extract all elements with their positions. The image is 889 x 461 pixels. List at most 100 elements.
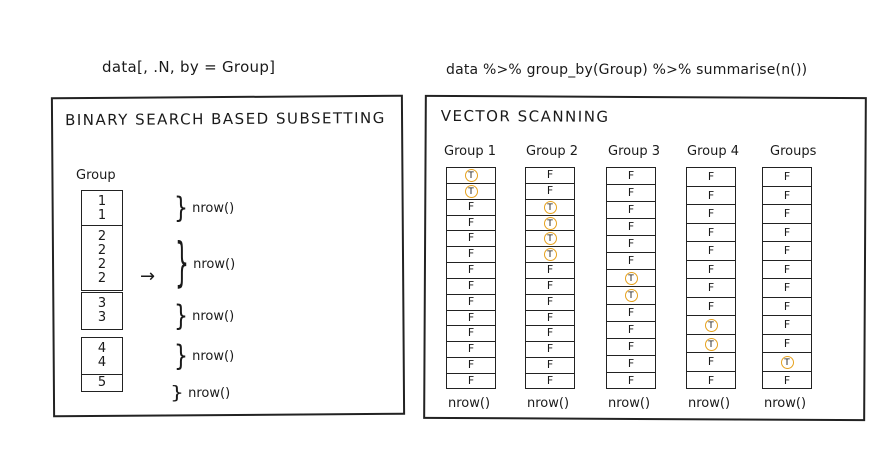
nonmatch-cell: F: [762, 167, 812, 186]
nrow-label: nrow(): [188, 309, 235, 324]
false-marker: F: [783, 336, 791, 350]
false-marker: F: [783, 188, 791, 202]
column-footer-nrow: nrow(): [448, 396, 491, 411]
nrow-brace-5: } nrow(): [170, 381, 230, 406]
false-marker: F: [627, 339, 635, 353]
nonmatch-cell: F: [606, 252, 656, 270]
nrow-brace-2: } nrow(): [175, 235, 236, 295]
column-header-group-3: Group 3: [608, 144, 660, 159]
nonmatch-cell: F: [686, 167, 736, 186]
false-marker: F: [783, 225, 791, 239]
true-marker: T: [780, 356, 794, 369]
nonmatch-cell: F: [446, 372, 496, 389]
group-value: 2: [97, 271, 107, 286]
group-value: 4: [97, 355, 107, 370]
false-marker: F: [546, 278, 554, 292]
false-marker: F: [627, 254, 635, 268]
nrow-label: nrow(): [188, 349, 235, 364]
column-footer-nrow: nrow(): [527, 396, 570, 411]
false-marker: F: [783, 170, 791, 183]
false-marker: F: [467, 278, 475, 292]
true-marker: T: [704, 319, 718, 332]
nonmatch-cell: F: [686, 259, 736, 278]
false-marker: F: [627, 322, 635, 336]
nonmatch-cell: F: [762, 315, 812, 334]
nonmatch-cell: F: [446, 214, 496, 231]
false-marker: F: [467, 231, 475, 245]
nonmatch-cell: F: [686, 222, 736, 241]
code-right: data %>% group_by(Group) %>% summarise(n…: [446, 62, 808, 78]
false-marker: F: [783, 318, 791, 331]
match-cell: T: [762, 352, 812, 371]
false-marker: F: [627, 237, 635, 251]
nonmatch-cell: F: [686, 278, 736, 297]
false-marker: F: [627, 356, 635, 370]
match-cell: T: [525, 230, 575, 247]
true-marker: T: [624, 272, 638, 286]
nonmatch-cell: F: [686, 296, 736, 315]
nrow-brace-3: } nrow(): [174, 300, 235, 333]
false-marker: F: [707, 225, 715, 239]
false-marker: F: [707, 373, 715, 387]
nonmatch-cell: F: [606, 320, 656, 338]
nonmatch-cell: F: [525, 309, 575, 326]
match-cell: T: [606, 269, 656, 287]
nonmatch-cell: F: [525, 182, 575, 199]
nonmatch-cell: F: [446, 246, 496, 263]
false-marker: F: [627, 203, 635, 217]
group-value: 2: [97, 257, 107, 272]
brace-icon: }: [170, 383, 184, 404]
false-marker: F: [467, 326, 475, 340]
match-cell: T: [446, 167, 496, 183]
nonmatch-cell: F: [525, 357, 575, 373]
false-marker: F: [707, 244, 715, 257]
false-marker: F: [707, 207, 715, 220]
nonmatch-cell: F: [446, 341, 496, 358]
false-marker: F: [467, 310, 475, 324]
nonmatch-cell: F: [686, 241, 736, 260]
false-marker: F: [546, 326, 554, 340]
nonmatch-cell: F: [525, 167, 575, 183]
nonmatch-cell: F: [525, 341, 575, 358]
brace-icon: }: [174, 340, 188, 373]
match-cell: T: [686, 315, 736, 334]
nonmatch-cell: F: [606, 167, 656, 185]
false-marker: F: [783, 299, 791, 313]
nonmatch-cell: F: [446, 293, 496, 310]
false-marker: F: [707, 299, 715, 313]
nonmatch-cell: F: [606, 235, 656, 253]
false-marker: F: [783, 281, 791, 294]
match-cell: T: [446, 182, 496, 199]
false-marker: F: [546, 373, 554, 387]
false-marker: F: [627, 305, 635, 319]
column-header-group-2: Group 2: [526, 144, 578, 159]
group-box-5: 5: [81, 374, 123, 392]
nrow-brace-4: } nrow(): [174, 340, 235, 373]
false-marker: F: [707, 188, 715, 202]
false-marker: F: [783, 373, 791, 387]
nrow-brace-1: } nrow(): [174, 192, 234, 225]
nonmatch-cell: F: [762, 241, 812, 260]
nrow-label: nrow(): [189, 257, 236, 272]
true-marker: T: [624, 289, 638, 303]
nonmatch-cell: F: [686, 204, 736, 223]
false-marker: F: [467, 373, 475, 387]
nonmatch-cell: F: [606, 303, 656, 321]
arrow-icon: →: [140, 266, 156, 287]
true-marker: T: [543, 248, 557, 262]
false-marker: F: [627, 169, 635, 182]
group-value: 2: [97, 243, 107, 258]
match-cell: T: [525, 246, 575, 263]
group-value: 3: [97, 310, 107, 325]
true-marker: T: [543, 216, 557, 230]
nonmatch-cell: F: [446, 277, 496, 294]
true-marker: T: [464, 169, 478, 182]
false-marker: F: [783, 207, 791, 220]
false-marker: F: [546, 310, 554, 324]
